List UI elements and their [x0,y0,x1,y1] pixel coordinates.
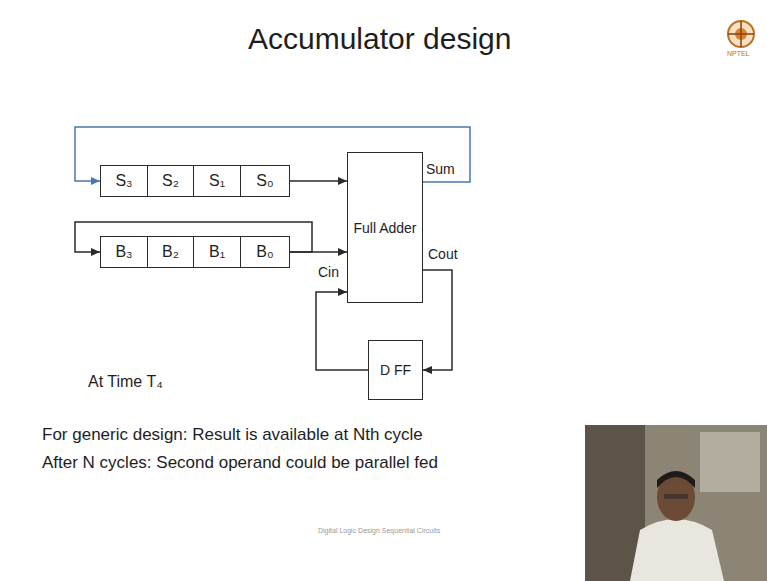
node-label: B₁ [209,243,225,261]
video-window [700,432,760,492]
presenter-video [585,425,767,581]
node-label: S₂ [162,172,179,190]
node-label: B₀ [256,243,273,261]
signal-wire [423,270,452,370]
logo-spokes [728,21,754,47]
note-line: For generic design: Result is available … [42,425,423,445]
node-label: Full Adder [353,220,416,236]
footer-watermark: Digital Logic Design Sequential Circuits [318,527,440,534]
logo-text: NPTEL [727,50,750,57]
presenter-shirt [630,519,724,581]
register-cell: S₂ [147,165,194,197]
register-cell: B₂ [147,236,194,268]
node-label: D FF [380,362,411,378]
register-cell: S₀ [240,165,290,197]
logo-ring [728,21,754,47]
register-cell: S₃ [100,165,148,197]
register-cell: B₀ [240,236,290,268]
register-cell: B₁ [193,236,241,268]
node-label: S₁ [209,172,225,190]
signal-wire [290,180,347,182]
full-adder-box: Full Adder [347,152,423,303]
node-label: S₀ [256,172,273,190]
signal-wire [316,292,368,370]
note-line: After N cycles: Second operand could be … [42,453,438,473]
time-note: At Time T₄ [88,373,163,391]
signal-name: Sum [426,161,455,177]
node-label: S₃ [115,172,132,190]
signal-name: Cin [318,264,339,280]
presenter-glasses [664,494,688,499]
presenter-hair [657,471,695,488]
nptel-logo [728,21,754,47]
flip-flop-box: D FF [368,340,423,400]
register-cell: B₃ [100,236,148,268]
node-label: B₂ [162,243,179,261]
node-label: B₃ [115,243,132,261]
register-cell: S₁ [193,165,241,197]
slide-title: Accumulator design [248,22,511,56]
video-frame [585,425,767,581]
signal-name: Cout [428,246,458,262]
